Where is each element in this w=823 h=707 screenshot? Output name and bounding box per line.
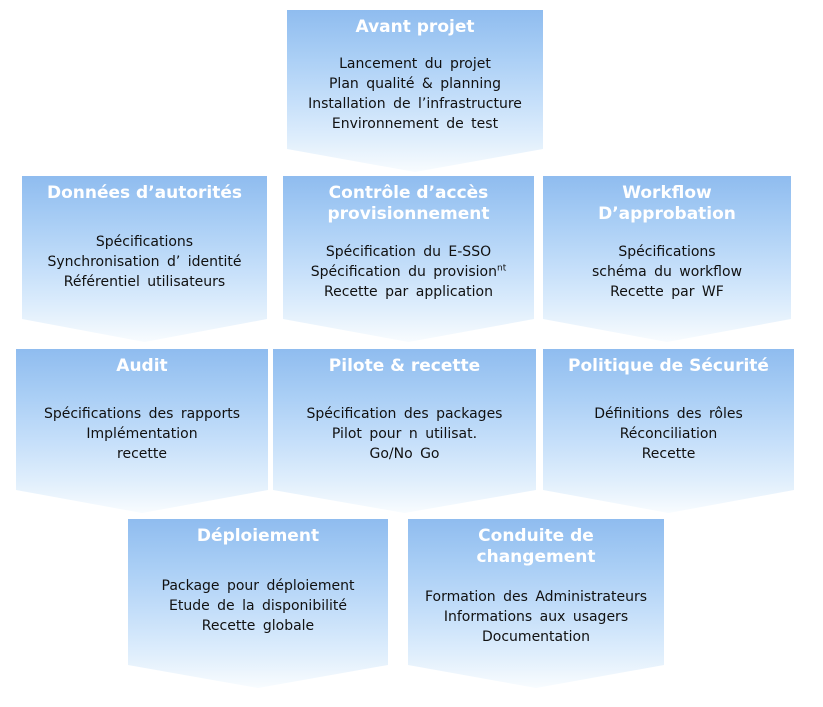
phase-line: Go/No Go xyxy=(369,445,440,462)
phase-line: Formation des Administrateurs xyxy=(424,588,647,605)
phase-line: Spécifications xyxy=(618,244,716,260)
phase-body: Package pour déploiement Etude de la dis… xyxy=(158,547,359,688)
phase-line: Etude de la disponibilité xyxy=(169,598,347,614)
phase-line: Réconciliation xyxy=(619,425,718,442)
phase-line: Implémentation xyxy=(86,425,198,442)
phase-line: recette xyxy=(117,445,167,462)
phase-body: Lancement du projet Plan qualité & plann… xyxy=(304,38,526,172)
phase-line: schéma du workflow xyxy=(591,264,743,280)
phase-line: Définitions des rôles xyxy=(594,405,743,422)
phase-body: Spécifications Synchronisation d’ identi… xyxy=(43,204,245,342)
phase-title: Workflow D’approbation xyxy=(598,183,736,224)
phase-title: Déploiement xyxy=(196,526,320,546)
phase-line: Recette globale xyxy=(201,618,315,634)
phase-box-conduite-changement: Conduite de changement Formation des Adm… xyxy=(408,519,664,688)
phase-line: Plan qualité & planning xyxy=(328,75,502,92)
phase-title: Politique de Sécurité xyxy=(568,356,769,376)
phase-line: Synchronisation d’ identité xyxy=(47,253,242,270)
phase-line: Lancement du projet xyxy=(339,55,491,72)
phase-box-avant-projet: Avant projet Lancement du projet Plan qu… xyxy=(287,10,543,172)
phase-box-politique-securite: Politique de Sécurité Définitions des rô… xyxy=(543,349,794,513)
phase-line: Environnement de test xyxy=(331,115,499,132)
phase-line: Spécification du provisionnt xyxy=(310,263,507,280)
phase-body: Spécification du E-SSO Spécification du … xyxy=(307,225,510,342)
phase-line: Informations aux usagers xyxy=(443,608,629,625)
phase-title: Audit xyxy=(116,356,168,376)
phase-box-pilote-recette: Pilote & recette Spécification des packa… xyxy=(273,349,536,513)
phase-line: Documentation xyxy=(482,628,590,645)
phase-title: Pilote & recette xyxy=(328,356,481,376)
phase-body: Définitions des rôles Réconciliation Rec… xyxy=(590,377,747,513)
phase-box-donnees-autorites: Données d’autorités Spécifications Synch… xyxy=(22,176,267,342)
phase-body: Spécifications schéma du workflow Recett… xyxy=(588,225,746,342)
phase-box-workflow-approbation: Workflow D’approbation Spécifications sc… xyxy=(543,176,791,342)
phase-title: Avant projet xyxy=(355,17,475,37)
phase-body: Spécifications des rapports Implémentati… xyxy=(40,377,244,513)
phase-line: Spécification du E-SSO xyxy=(325,244,492,260)
phase-line: Spécifications des rapports xyxy=(43,405,241,422)
phase-box-deploiement: Déploiement Package pour déploiement Etu… xyxy=(128,519,388,688)
phase-line: Référentiel utilisateurs xyxy=(63,273,226,290)
phase-title: Données d’autorités xyxy=(46,183,243,203)
phase-line: Recette xyxy=(641,445,696,462)
phase-line: Installation de l’infrastructure xyxy=(308,95,522,112)
phase-line: Recette par WF xyxy=(610,284,724,300)
phase-box-audit: Audit Spécifications des rapports Implém… xyxy=(16,349,268,513)
phase-body: Formation des Administrateurs Informatio… xyxy=(421,568,651,688)
phase-line: Package pour déploiement xyxy=(161,578,355,594)
phase-title: Contrôle d’accès provisionnement xyxy=(327,183,490,224)
phase-title: Conduite de changement xyxy=(476,526,596,567)
phase-box-controle-acces-provisionnement: Contrôle d’accès provisionnement Spécifi… xyxy=(283,176,534,342)
phase-line: Recette par application xyxy=(324,284,493,300)
phase-line: Pilot pour n utilisat. xyxy=(331,425,478,442)
phase-line: Spécifications xyxy=(95,233,194,250)
superscript: nt xyxy=(497,263,507,274)
phase-body: Spécification des packages Pilot pour n … xyxy=(303,377,507,513)
phase-line: Spécification des packages xyxy=(306,405,503,422)
